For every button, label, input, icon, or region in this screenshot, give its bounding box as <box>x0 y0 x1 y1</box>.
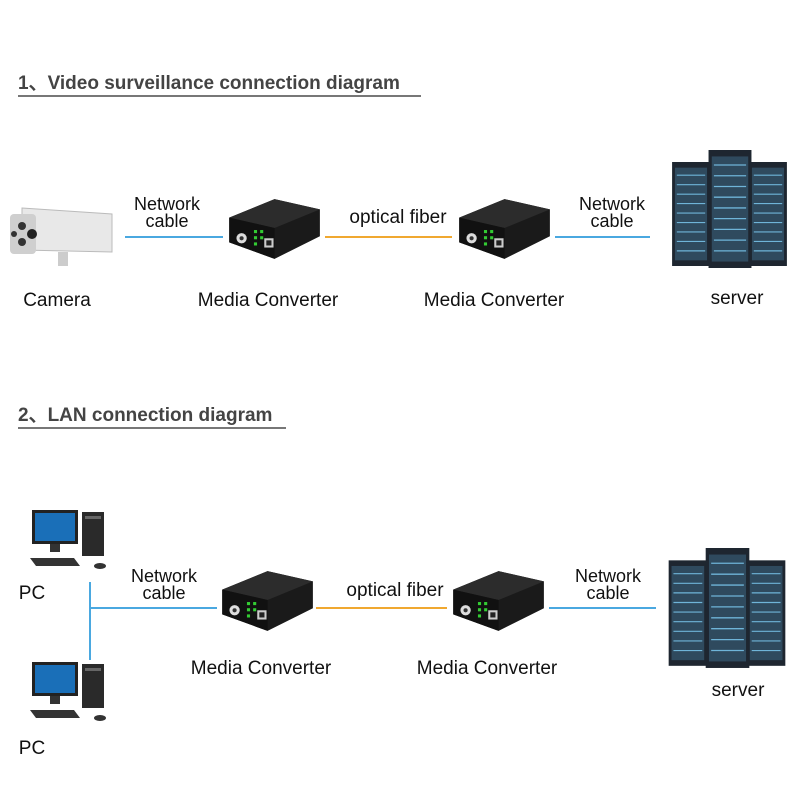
section1-underline <box>18 95 421 97</box>
pc-icon <box>30 508 110 570</box>
network-cable-line <box>555 236 650 238</box>
network-cable-label: Network cable <box>130 566 198 603</box>
media-converter-icon <box>450 195 555 263</box>
network-cable-line <box>89 582 91 660</box>
server-icon <box>672 150 787 270</box>
media-converter-label: Media Converter <box>423 290 565 311</box>
media-converter-label: Media Converter <box>416 658 558 679</box>
server-label: server <box>710 288 764 309</box>
camera-label: Camera <box>23 290 91 311</box>
server-icon <box>668 548 786 670</box>
cable-label-line: Network <box>578 194 646 214</box>
media-converter-label: Media Converter <box>197 290 339 311</box>
section1-heading: 1、Video surveillance connection diagram <box>18 73 400 94</box>
cable-label-line: Network <box>130 566 198 586</box>
network-cable-line <box>549 607 656 609</box>
cable-label-line: cable <box>145 211 189 231</box>
media-converter-label: Media Converter <box>190 658 332 679</box>
optical-fiber-label: optical fiber <box>346 580 444 601</box>
server-label: server <box>711 680 765 701</box>
cable-label-line: cable <box>586 583 630 603</box>
network-cable-line <box>125 236 223 238</box>
media-converter-icon <box>213 567 318 635</box>
network-cable-label: Network cable <box>133 194 201 231</box>
media-converter-icon <box>444 567 549 635</box>
cable-label-line: cable <box>590 211 634 231</box>
cable-label-line: Network <box>133 194 201 214</box>
optical-fiber-label: optical fiber <box>349 207 447 228</box>
pc-label: PC <box>18 738 46 759</box>
network-cable-label: Network cable <box>578 194 646 231</box>
pc-label: PC <box>18 583 46 604</box>
media-converter-icon <box>220 195 325 263</box>
section2-underline <box>18 427 286 429</box>
camera-icon <box>10 207 113 266</box>
optical-fiber-line <box>325 236 452 238</box>
pc-icon <box>30 660 110 722</box>
optical-fiber-line <box>316 607 447 609</box>
cable-label-line: Network <box>574 566 642 586</box>
section2-heading: 2、LAN connection diagram <box>18 405 273 426</box>
network-cable-label: Network cable <box>574 566 642 603</box>
cable-label-line: cable <box>142 583 186 603</box>
network-cable-line <box>89 607 217 609</box>
